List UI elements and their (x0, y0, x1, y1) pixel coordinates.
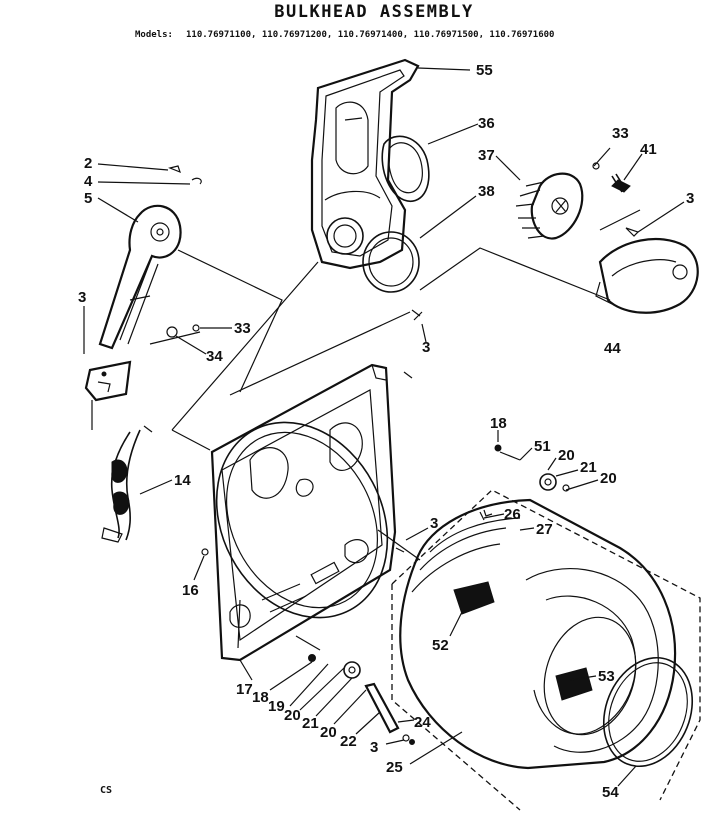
callout-33: 33 (234, 320, 251, 337)
callout-19: 19 (268, 698, 285, 715)
callout-33: 33 (612, 125, 629, 142)
models-label: Models: (135, 30, 173, 40)
callout-20: 20 (320, 724, 337, 741)
callout-38: 38 (478, 183, 495, 200)
callout-3: 3 (78, 289, 86, 306)
callout-3: 3 (686, 190, 694, 207)
callout-52: 52 (432, 637, 449, 654)
hardware-upper-right (592, 162, 640, 237)
callout-2: 2 (84, 155, 92, 172)
callout-36: 36 (478, 115, 495, 132)
callout-4: 4 (84, 173, 93, 190)
callout-51: 51 (534, 438, 551, 455)
footer-code: CS (100, 785, 112, 796)
callout-3: 3 (430, 515, 438, 532)
gasket-36 (381, 135, 430, 202)
callout-25: 25 (386, 759, 403, 776)
callout-14: 14 (174, 472, 191, 489)
callout-37: 37 (478, 147, 495, 164)
idler-arm-assembly (98, 165, 202, 350)
callout-21: 21 (580, 459, 597, 476)
motor-housing-44 (595, 238, 699, 314)
callout-20: 20 (600, 470, 617, 487)
callout-18: 18 (252, 689, 269, 706)
callout-3: 3 (422, 339, 430, 356)
blower-wheel-37 (515, 172, 584, 240)
leader-lines (83, 67, 685, 787)
callout-44: 44 (604, 340, 621, 357)
bulkhead-panel (210, 363, 397, 662)
callout-20: 20 (284, 707, 301, 724)
callout-18: 18 (490, 415, 507, 432)
callout-55: 55 (476, 62, 493, 79)
diagram-title: BULKHEAD ASSEMBLY (274, 2, 474, 22)
screws (395, 309, 485, 553)
callout-3: 3 (370, 739, 378, 756)
blower-housing (310, 58, 420, 270)
callout-21: 21 (302, 715, 319, 732)
callout-16: 16 (182, 582, 199, 599)
drum-ring-54 (602, 656, 694, 768)
callout-53: 53 (598, 668, 615, 685)
callout-17: 17 (236, 681, 253, 698)
callout-24: 24 (414, 714, 431, 731)
drum-25 (399, 498, 677, 770)
seal-38 (362, 231, 420, 293)
callout-27: 27 (536, 521, 553, 538)
roller-hardware-upper (494, 444, 570, 492)
roller-hardware-lower (201, 548, 415, 745)
callout-5: 5 (84, 190, 92, 207)
callout-34: 34 (206, 348, 223, 365)
assembly-lines (91, 209, 701, 811)
callout-41: 41 (640, 141, 657, 158)
callout-22: 22 (340, 733, 357, 750)
callout-26: 26 (504, 506, 521, 523)
callout-54: 54 (602, 784, 619, 801)
bracket-34 (84, 360, 132, 402)
callout-labels: 55 36 33 41 37 38 3 2 4 5 3 33 34 3 44 1… (78, 62, 694, 801)
harness-14 (101, 425, 153, 543)
callout-20: 20 (558, 447, 575, 464)
models-list: 110.76971100, 110.76971200, 110.76971400… (186, 30, 554, 40)
